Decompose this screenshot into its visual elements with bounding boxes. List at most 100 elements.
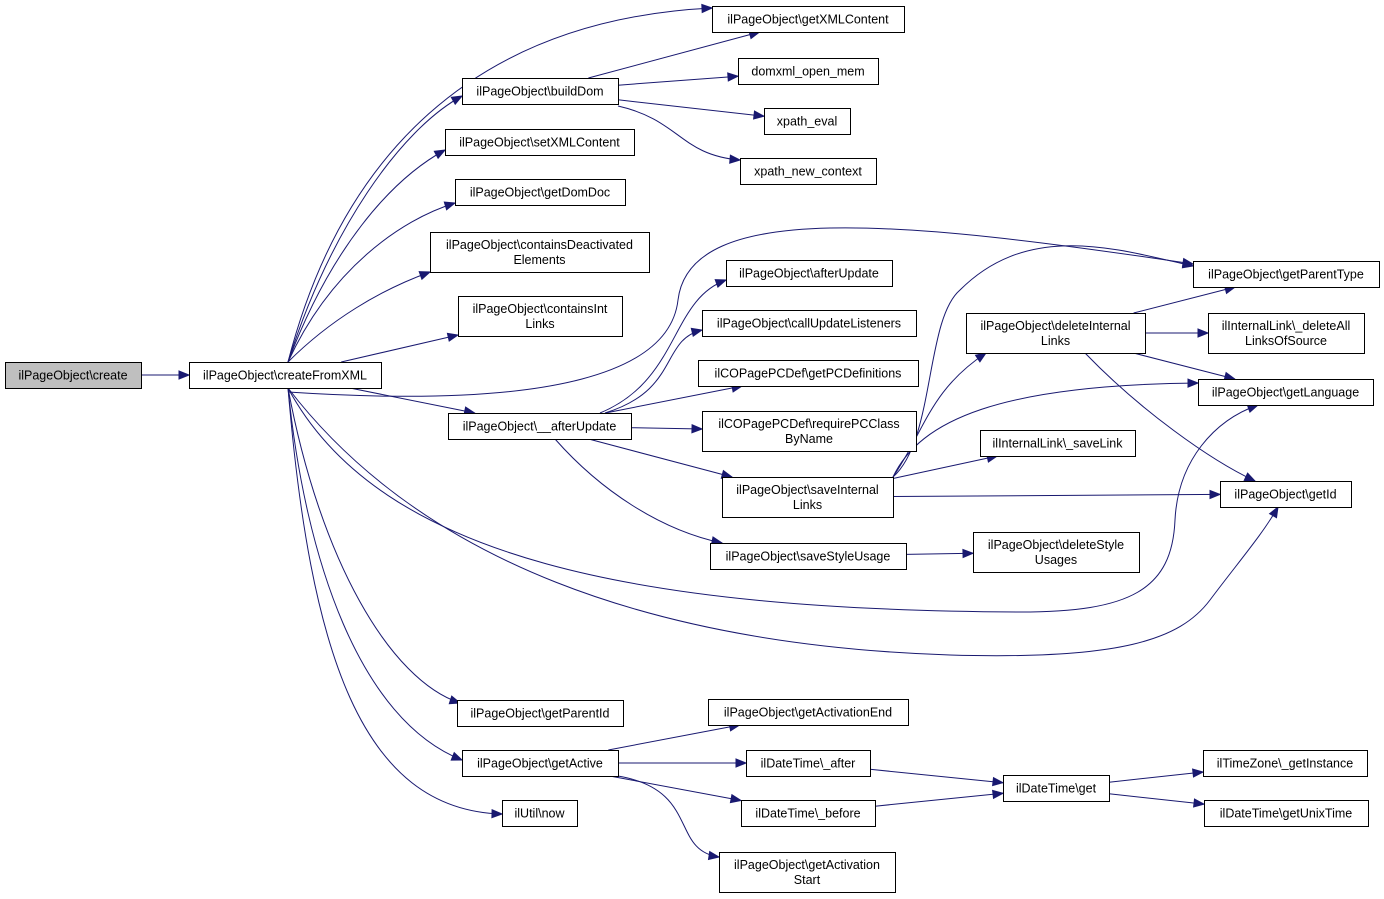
arrowhead (1268, 505, 1279, 519)
edge-buildDom-to-getXMLContent (588, 30, 761, 79)
node-box (726, 260, 893, 287)
node-getXMLContent[interactable]: ilPageObject\getXMLContent (712, 6, 905, 33)
arrowhead (1209, 489, 1222, 500)
edge-deleteInternal-to-getId (1084, 352, 1257, 482)
node-buildDom[interactable]: ilPageObject\buildDom (462, 78, 619, 105)
edge-createFromXML-to-getDomDoc (287, 201, 457, 363)
node-label: Links (1041, 334, 1070, 348)
node-getActivationEnd[interactable]: ilPageObject\getActivationEnd (708, 699, 909, 726)
node-box (719, 852, 896, 893)
node-label: ilPageObject\callUpdateListeners (717, 316, 901, 330)
node-label: ilPageObject\createFromXML (203, 368, 367, 382)
arrowhead (450, 95, 464, 106)
node-box (462, 78, 619, 105)
edge-line (1108, 793, 1205, 805)
node-now[interactable]: ilUtil\now (502, 800, 578, 827)
node-box (764, 108, 851, 135)
node-callUpdate[interactable]: ilPageObject\callUpdateListeners (702, 310, 917, 337)
edge-__afterUpdate-to-saveStyle (554, 438, 724, 546)
arrowhead (1243, 472, 1257, 482)
node-box (710, 543, 907, 570)
node-box (1208, 313, 1365, 354)
edge-getActive-to-after (618, 758, 748, 768)
node-box (702, 411, 917, 452)
node-label: ilPageObject\getId (1234, 487, 1336, 501)
edge-line (617, 775, 720, 858)
node-label: ilPageObject\deleteInternal (980, 319, 1130, 333)
edge-line (874, 792, 1004, 807)
edge-line (630, 427, 703, 430)
node-getUnixTime[interactable]: ilDateTime\getUnixTime (1204, 800, 1369, 827)
node-box (738, 58, 879, 85)
node-label: ByName (785, 432, 833, 446)
node-label: ilPageObject\create (18, 368, 127, 382)
node-__afterUpdate[interactable]: ilPageObject\__afterUpdate (448, 413, 632, 440)
node-domxml_open_mem[interactable]: domxml_open_mem (738, 58, 879, 85)
node-label: ilCOPagePCDef\requirePCClass (718, 417, 899, 431)
arrowhead (1197, 328, 1210, 338)
node-get[interactable]: ilDateTime\get (1003, 775, 1110, 802)
node-label: ilPageObject\getParentType (1208, 267, 1364, 281)
node-label: Links (793, 498, 822, 512)
node-getId[interactable]: ilPageObject\getId (1220, 481, 1352, 508)
edge-line (287, 227, 1194, 397)
node-box (1003, 775, 1110, 802)
node-saveLink[interactable]: ilInternalLink\_saveLink (980, 430, 1136, 457)
arrowhead (729, 154, 742, 164)
node-box (1203, 750, 1368, 777)
edge-line (892, 493, 1221, 497)
node-getActive[interactable]: ilPageObject\getActive (462, 750, 619, 777)
edge-createFromXML-to-getActive (287, 387, 464, 761)
edge-line (892, 455, 998, 479)
edges-layer (141, 3, 1279, 861)
node-afterUpdateP[interactable]: ilPageObject\afterUpdate (726, 260, 893, 287)
node-label: ilPageObject\saveInternal (736, 483, 878, 497)
node-after[interactable]: ilDateTime\_after (746, 750, 871, 777)
node-create[interactable]: ilPageObject\create (5, 362, 142, 389)
node-getLanguage[interactable]: ilPageObject\getLanguage (1198, 379, 1374, 406)
node-saveStyle[interactable]: ilPageObject\saveStyleUsage (710, 543, 907, 570)
node-box (189, 362, 382, 389)
edge-before-to-get (874, 789, 1005, 807)
edge-line (588, 31, 760, 79)
arrowhead (433, 149, 447, 160)
arrowhead (735, 758, 748, 768)
node-getInstance[interactable]: ilTimeZone\_getInstance (1203, 750, 1368, 777)
arrowhead (450, 751, 464, 761)
node-before[interactable]: ilDateTime\_before (741, 800, 876, 827)
node-box (722, 477, 894, 518)
node-label: Usages (1035, 553, 1077, 567)
edge-line (554, 438, 723, 544)
node-box (698, 360, 919, 387)
node-getDomDoc[interactable]: ilPageObject\getDomDoc (455, 179, 626, 206)
node-getParentId[interactable]: ilPageObject\getParentId (457, 700, 624, 727)
node-createFromXML[interactable]: ilPageObject\createFromXML (189, 362, 382, 389)
edge-createFromXML-to-buildDom (287, 95, 464, 363)
edge-line (287, 95, 463, 363)
node-box (973, 532, 1140, 573)
node-getParentType[interactable]: ilPageObject\getParentType (1193, 261, 1380, 288)
edge-__afterUpdate-to-requirePC (630, 424, 704, 434)
edge-createFromXML-to-getParentId (287, 387, 462, 705)
edge-line (608, 724, 740, 751)
edge-createFromXML-to-containsInt (341, 332, 460, 363)
edge-line (605, 385, 743, 414)
node-xpath_eval[interactable]: xpath_eval (764, 108, 851, 135)
edge-saveStyle-to-deleteStyle (905, 548, 975, 559)
node-setXMLContent[interactable]: ilPageObject\setXMLContent (445, 129, 635, 156)
node-getPCDef[interactable]: ilCOPagePCDef\getPCDefinitions (698, 360, 919, 387)
node-label: ilPageObject\deleteStyle (988, 538, 1124, 552)
node-xpath_new_context[interactable]: xpath_new_context (740, 158, 877, 185)
node-box (966, 313, 1146, 354)
edge-line (287, 7, 713, 363)
node-label: LinksOfSource (1245, 334, 1327, 348)
node-label: ilPageObject\buildDom (476, 84, 603, 98)
